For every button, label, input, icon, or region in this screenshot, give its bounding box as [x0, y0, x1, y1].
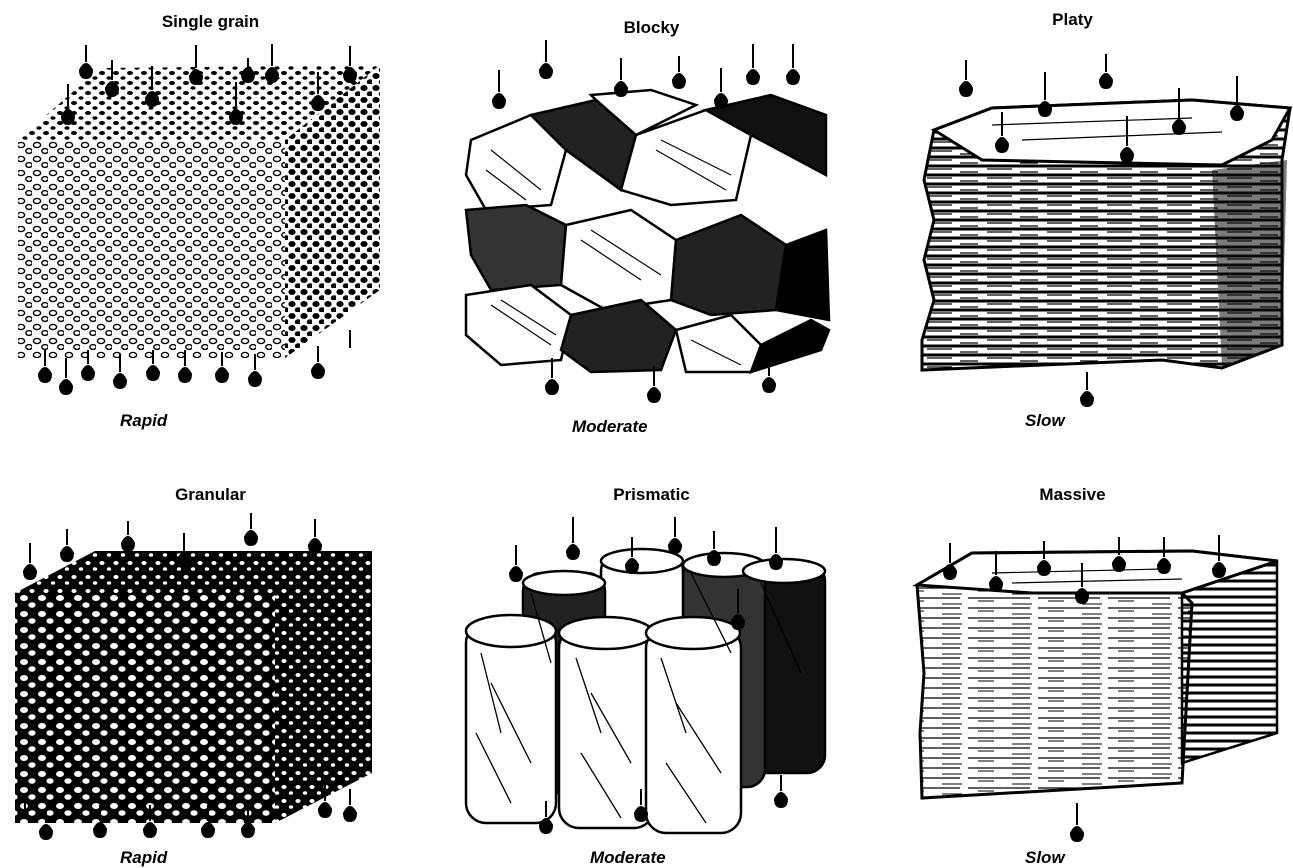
water-drops-bottom [1081, 372, 1093, 406]
drainage-rate-label: Rapid [120, 848, 167, 868]
panel-single-grain: Single grain [0, 0, 431, 433]
prismatic-columns [466, 549, 825, 833]
front-face [18, 140, 285, 358]
prismatic-illustration [431, 433, 862, 866]
drainage-rate-label: Slow [1025, 848, 1065, 868]
drainage-rate-label: Moderate [590, 848, 666, 868]
granular-illustration [0, 433, 431, 866]
side-face [1212, 160, 1287, 368]
panel-platy: Platy [862, 0, 1293, 433]
single-grain-illustration [0, 0, 431, 433]
side-face [1182, 561, 1277, 763]
drainage-rate-label: Rapid [120, 411, 167, 431]
side-face [275, 551, 372, 823]
blocky-aggregates [466, 90, 829, 372]
panel-blocky: Blocky [431, 0, 862, 433]
panel-prismatic: Prismatic [431, 433, 862, 866]
panel-massive: Massive [862, 433, 1293, 866]
massive-illustration [862, 433, 1293, 866]
platy-illustration [862, 0, 1293, 433]
front-face [15, 593, 275, 823]
blocky-illustration [431, 0, 862, 433]
water-drops-bottom [1071, 803, 1083, 841]
panel-granular: Granular [0, 433, 431, 866]
drainage-rate-label: Slow [1025, 411, 1065, 431]
